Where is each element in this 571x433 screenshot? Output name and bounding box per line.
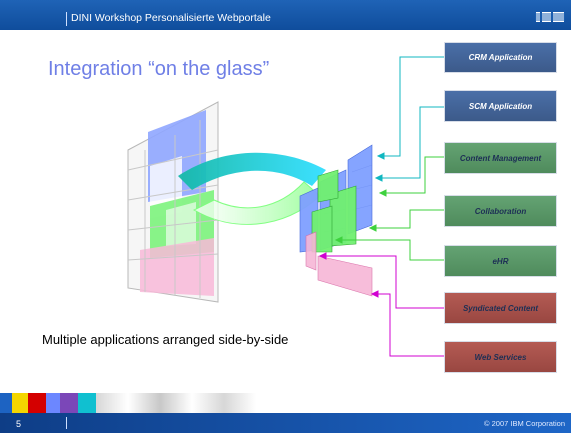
header-bar: DINI Workshop Personalisierte Webportale xyxy=(0,0,571,30)
app-crm: CRM Application xyxy=(444,42,557,73)
portal-screenshot xyxy=(127,101,219,303)
footer: 5 © 2007 IBM Corporation xyxy=(0,393,571,433)
header-title: DINI Workshop Personalisierte Webportale xyxy=(71,12,271,24)
footer-stripe-lightblue xyxy=(46,393,60,413)
app-ehr: eHR xyxy=(444,245,557,277)
arrow-to-left xyxy=(192,181,321,225)
footer-bar xyxy=(0,413,571,433)
footer-stripe-yellow xyxy=(12,393,28,413)
app-collaboration: Collaboration xyxy=(444,195,557,227)
footer-image-strip xyxy=(96,393,256,413)
connectors xyxy=(318,56,444,357)
exploded-green xyxy=(311,169,357,253)
slide-caption: Multiple applications arranged side-by-s… xyxy=(42,332,289,347)
app-content-management: Content Management xyxy=(444,142,557,174)
slide-title: Integration “on the glass” xyxy=(48,58,270,80)
arrow-to-right xyxy=(178,152,326,190)
app-web-services: Web Services xyxy=(444,341,557,373)
footer-stripe-blue xyxy=(0,393,12,413)
copyright: © 2007 IBM Corporation xyxy=(484,419,565,428)
ibm-logo xyxy=(535,12,565,22)
app-syndicated-content: Syndicated Content xyxy=(444,292,557,324)
footer-stripe-red xyxy=(28,393,46,413)
exploded-pink xyxy=(305,231,373,297)
footer-stripe-purple xyxy=(60,393,78,413)
app-scm: SCM Application xyxy=(444,90,557,122)
page-number: 5 xyxy=(16,419,22,429)
footer-separator xyxy=(66,417,67,429)
footer-stripe-cyan xyxy=(78,393,96,413)
header-separator xyxy=(66,12,67,26)
